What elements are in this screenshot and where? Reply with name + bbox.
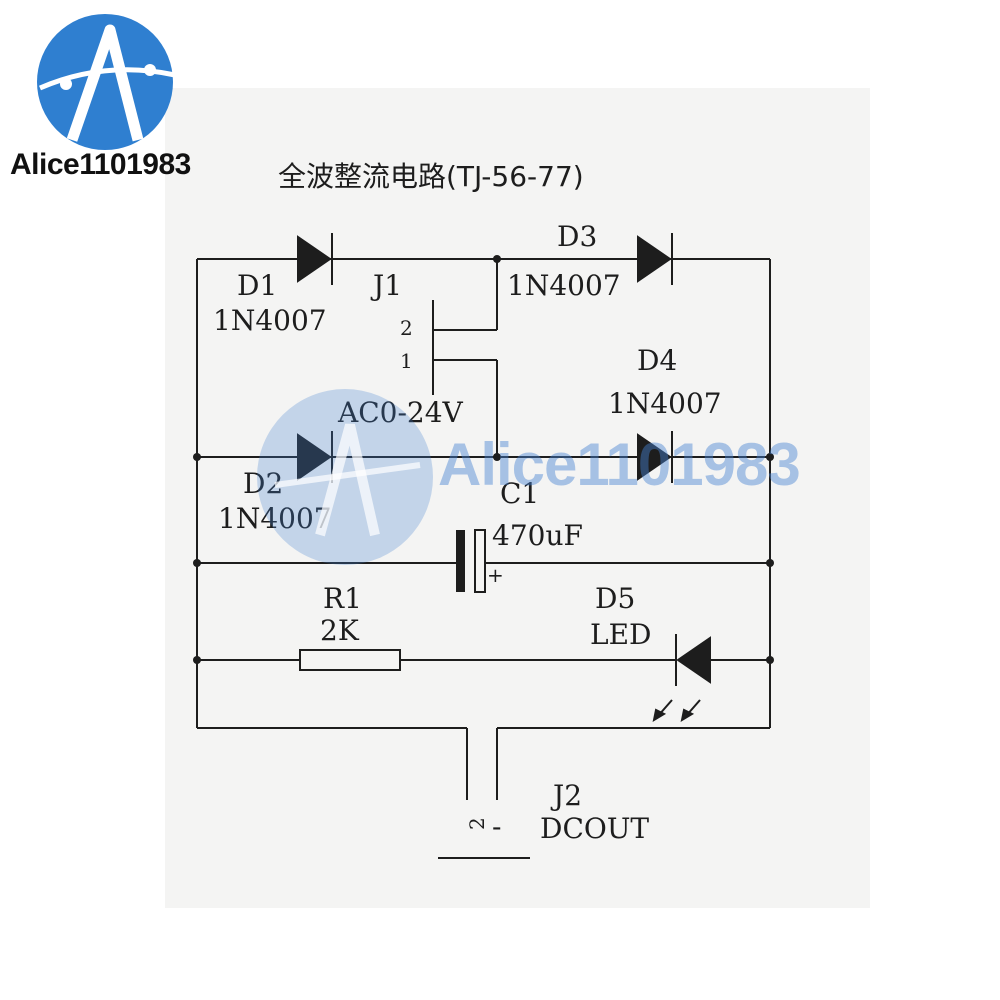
d5-part-label: LED (590, 618, 651, 651)
junction-right-led (766, 656, 774, 664)
d4-ref-label: D4 (637, 344, 677, 377)
j1-pin2-label: 2 (400, 316, 413, 340)
resistor-r1 (299, 649, 401, 671)
diode-d4 (637, 431, 673, 483)
r1-ref-label: R1 (323, 582, 362, 615)
c1-ref-label: C1 (500, 477, 539, 510)
diode-d1 (297, 233, 333, 285)
j1-pin1-label: 1 (400, 349, 413, 373)
j2-label: DCOUT (540, 812, 649, 845)
d4-part-label: 1N4007 (608, 387, 722, 420)
r1-value-label: 2K (320, 614, 360, 647)
d5-ref-label: D5 (595, 582, 635, 615)
diagram-title: 全波整流电路(TJ-56-77) (278, 160, 584, 193)
brand-logo-text: Alice1101983 (10, 148, 191, 181)
c1-polarity-label: + (487, 563, 504, 587)
j1-ref-label: J1 (370, 269, 402, 302)
j1-ac-label: AC0-24V (337, 396, 464, 429)
diode-d3 (637, 233, 673, 285)
watermark-text: Alice1101983 (438, 431, 801, 498)
capacitor-c1 (456, 529, 486, 593)
watermark-logo-icon (257, 389, 433, 565)
led-d5 (652, 634, 711, 723)
junction-right-middle (766, 453, 774, 461)
d2-part-label: 1N4007 (218, 502, 332, 535)
junction-right-cap (766, 559, 774, 567)
j2-ref-label: J2 (550, 779, 582, 812)
junction-left-resistor (193, 656, 201, 664)
brand-logo-icon (37, 14, 176, 150)
d3-part-label: 1N4007 (507, 269, 621, 302)
junction-left-cap (193, 559, 201, 567)
junction-left-middle (193, 453, 201, 461)
d1-part-label: 1N4007 (213, 304, 327, 337)
d1-ref-label: D1 (237, 269, 277, 302)
connector-j1 (432, 259, 498, 457)
scanned-paper (165, 88, 870, 908)
j2-pin2-label: 2 (465, 817, 489, 830)
c1-value-label: 470uF (492, 519, 583, 552)
j2-pin1-label: - (492, 810, 501, 843)
connector-j2 (438, 728, 530, 859)
d3-ref-label: D3 (557, 220, 597, 253)
